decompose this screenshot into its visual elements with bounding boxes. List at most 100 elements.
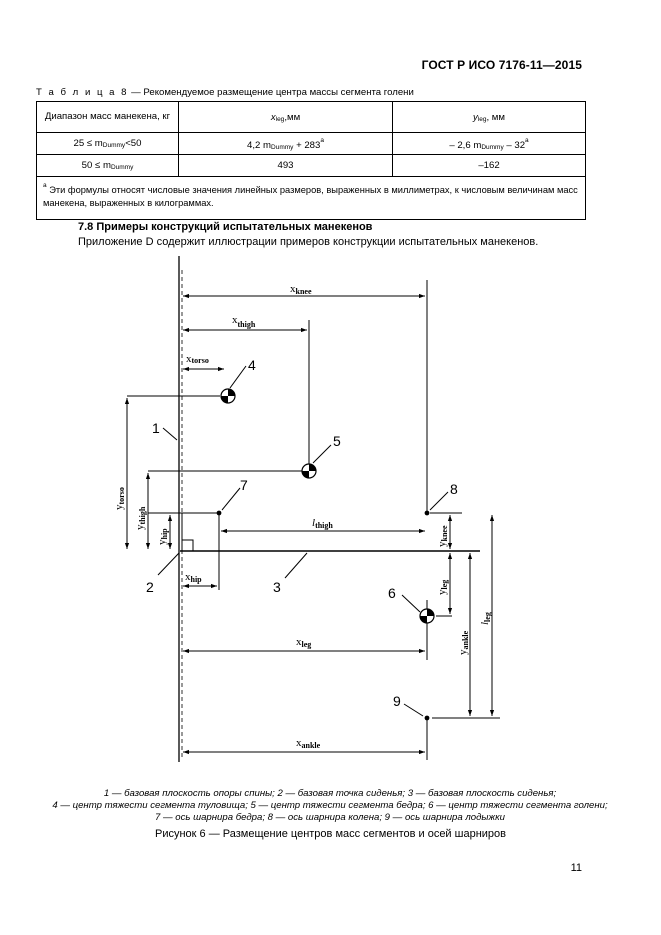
l: y — [457, 649, 469, 655]
table-footnote: а Эти формулы относят числовые значения … — [36, 176, 586, 220]
l: x — [186, 353, 192, 365]
leader-8 — [429, 491, 449, 511]
t: 25 ≤ m — [73, 138, 103, 149]
l: leg — [302, 640, 312, 649]
knee-joint-point — [424, 510, 430, 516]
label-l-thigh: lthigh — [312, 517, 333, 530]
t: – 32 — [503, 139, 526, 151]
leader-7 — [221, 487, 241, 511]
l: y — [113, 504, 125, 510]
legend-line: 7 — ось шарнира бедра; 8 — ось шарнира к… — [155, 812, 505, 823]
l: x — [296, 636, 302, 648]
seat-reference-box — [181, 539, 194, 552]
col-header-mass-range: Диапазон масс манекена, кг — [36, 101, 179, 133]
callout-5: 5 — [333, 433, 341, 449]
leader-4 — [229, 365, 247, 389]
l: hip — [160, 528, 169, 540]
t: а — [525, 136, 529, 144]
page-number: 11 — [570, 862, 582, 874]
sub: leg — [275, 115, 285, 123]
l: torso — [117, 487, 126, 504]
l: leg — [440, 580, 449, 590]
callout-6: 6 — [388, 585, 396, 601]
t: – 2,6 m — [449, 139, 482, 151]
leader-1 — [162, 427, 178, 441]
label-x-ankle: xankle — [296, 737, 321, 750]
leader-6 — [401, 594, 421, 613]
l: thigh — [238, 320, 256, 329]
l: x — [185, 571, 191, 583]
hip-joint-point — [216, 510, 222, 516]
l: l — [312, 517, 315, 529]
ankle-joint-point — [424, 715, 430, 721]
leader-2 — [157, 552, 180, 576]
callout-8: 8 — [450, 481, 458, 497]
legend-line: 4 — центр тяжести сегмента туловища; 5 —… — [52, 800, 608, 811]
t: Dummy — [110, 164, 134, 171]
label-y-knee: yknee — [436, 525, 449, 547]
leg-mass-center-icon — [419, 608, 435, 624]
label-x-leg: xleg — [296, 636, 311, 649]
legend-line: 1 — базовая плоскость опоры спины; 2 — б… — [103, 788, 557, 799]
cell-y: –162 — [392, 154, 586, 177]
callout-1: 1 — [152, 420, 160, 436]
label-x-thigh: xthigh — [232, 314, 256, 329]
label-l-leg: lleg — [479, 612, 492, 625]
t: + 283 — [293, 139, 321, 151]
cell-range: 50 ≤ mDummy — [36, 154, 179, 177]
var: x — [270, 111, 276, 123]
thigh-mass-center-icon — [301, 463, 317, 479]
label-y-leg: yleg — [436, 580, 449, 595]
l: y — [134, 524, 146, 530]
l: leg — [483, 612, 492, 622]
t: 4,2 m — [247, 139, 272, 151]
label-y-torso: ytorso — [113, 487, 126, 510]
table-header-row: Диапазон масс манекена, кг xleg,мм yleg,… — [36, 101, 586, 133]
t: а — [320, 136, 324, 144]
label-y-hip: yhip — [156, 528, 169, 545]
table-caption: Т а б л и ц а 8 — Рекомендуемое размещен… — [36, 87, 414, 98]
l: x — [232, 314, 238, 326]
col-header-y-leg: yleg, мм — [392, 101, 586, 133]
label-x-torso: xtorso — [186, 353, 209, 365]
t: Dummy — [102, 142, 126, 149]
callout-7: 7 — [240, 477, 248, 493]
figure-caption: Рисунок 6 — Размещение центров масс сегм… — [155, 828, 506, 840]
t: 50 ≤ m — [81, 160, 111, 171]
t: Dummy — [481, 143, 504, 151]
torso-mass-center-icon — [220, 388, 236, 404]
footnote-mark: а — [43, 182, 47, 189]
cell-range: 25 ≤ mDummy<50 — [36, 132, 179, 155]
table-row: 25 ≤ mDummy<50 4,2 mDummy + 283а – 2,6 m… — [36, 132, 586, 155]
callout-9: 9 — [393, 693, 401, 709]
t: Dummy — [271, 143, 294, 151]
sub: leg — [477, 115, 487, 123]
table-footnote-row: а Эти формулы относят числовые значения … — [36, 176, 586, 220]
cell-x: 493 — [178, 154, 393, 177]
callout-3: 3 — [273, 579, 281, 595]
section-title: 7.8 Примеры конструкций испытательных ма… — [78, 221, 373, 233]
cell-x: 4,2 mDummy + 283а — [178, 132, 393, 155]
l: thigh — [315, 521, 333, 530]
leader-9 — [403, 703, 424, 717]
l: ankle — [461, 630, 470, 649]
segment-table: Диапазон масс манекена, кг xleg,мм yleg,… — [36, 101, 586, 220]
l: torso — [192, 356, 209, 365]
callout-4: 4 — [248, 357, 256, 373]
unit: ,мм — [284, 111, 301, 123]
footnote-text: Эти формулы относят числовые значения ли… — [43, 185, 578, 208]
l: thigh — [138, 506, 147, 524]
callout-2: 2 — [146, 579, 154, 595]
table-row: 50 ≤ mDummy 493 –162 — [36, 154, 586, 177]
segment-diagram: xknee xthigh xtorso xhip lthigh xleg xan… — [113, 256, 500, 762]
table-caption-text: — Рекомендуемое размещение центра массы … — [128, 87, 414, 98]
l: ankle — [302, 741, 321, 750]
l: knee — [296, 287, 312, 296]
label-y-thigh: ythigh — [134, 506, 147, 530]
table-caption-prefix: Т а б л и ц а 8 — [36, 87, 129, 98]
l: knee — [440, 525, 449, 541]
figure-legend: 1 — базовая плоскость опоры спины; 2 — б… — [30, 788, 630, 824]
l: y — [436, 541, 448, 547]
l: y — [436, 589, 448, 595]
leader-5 — [312, 444, 332, 464]
